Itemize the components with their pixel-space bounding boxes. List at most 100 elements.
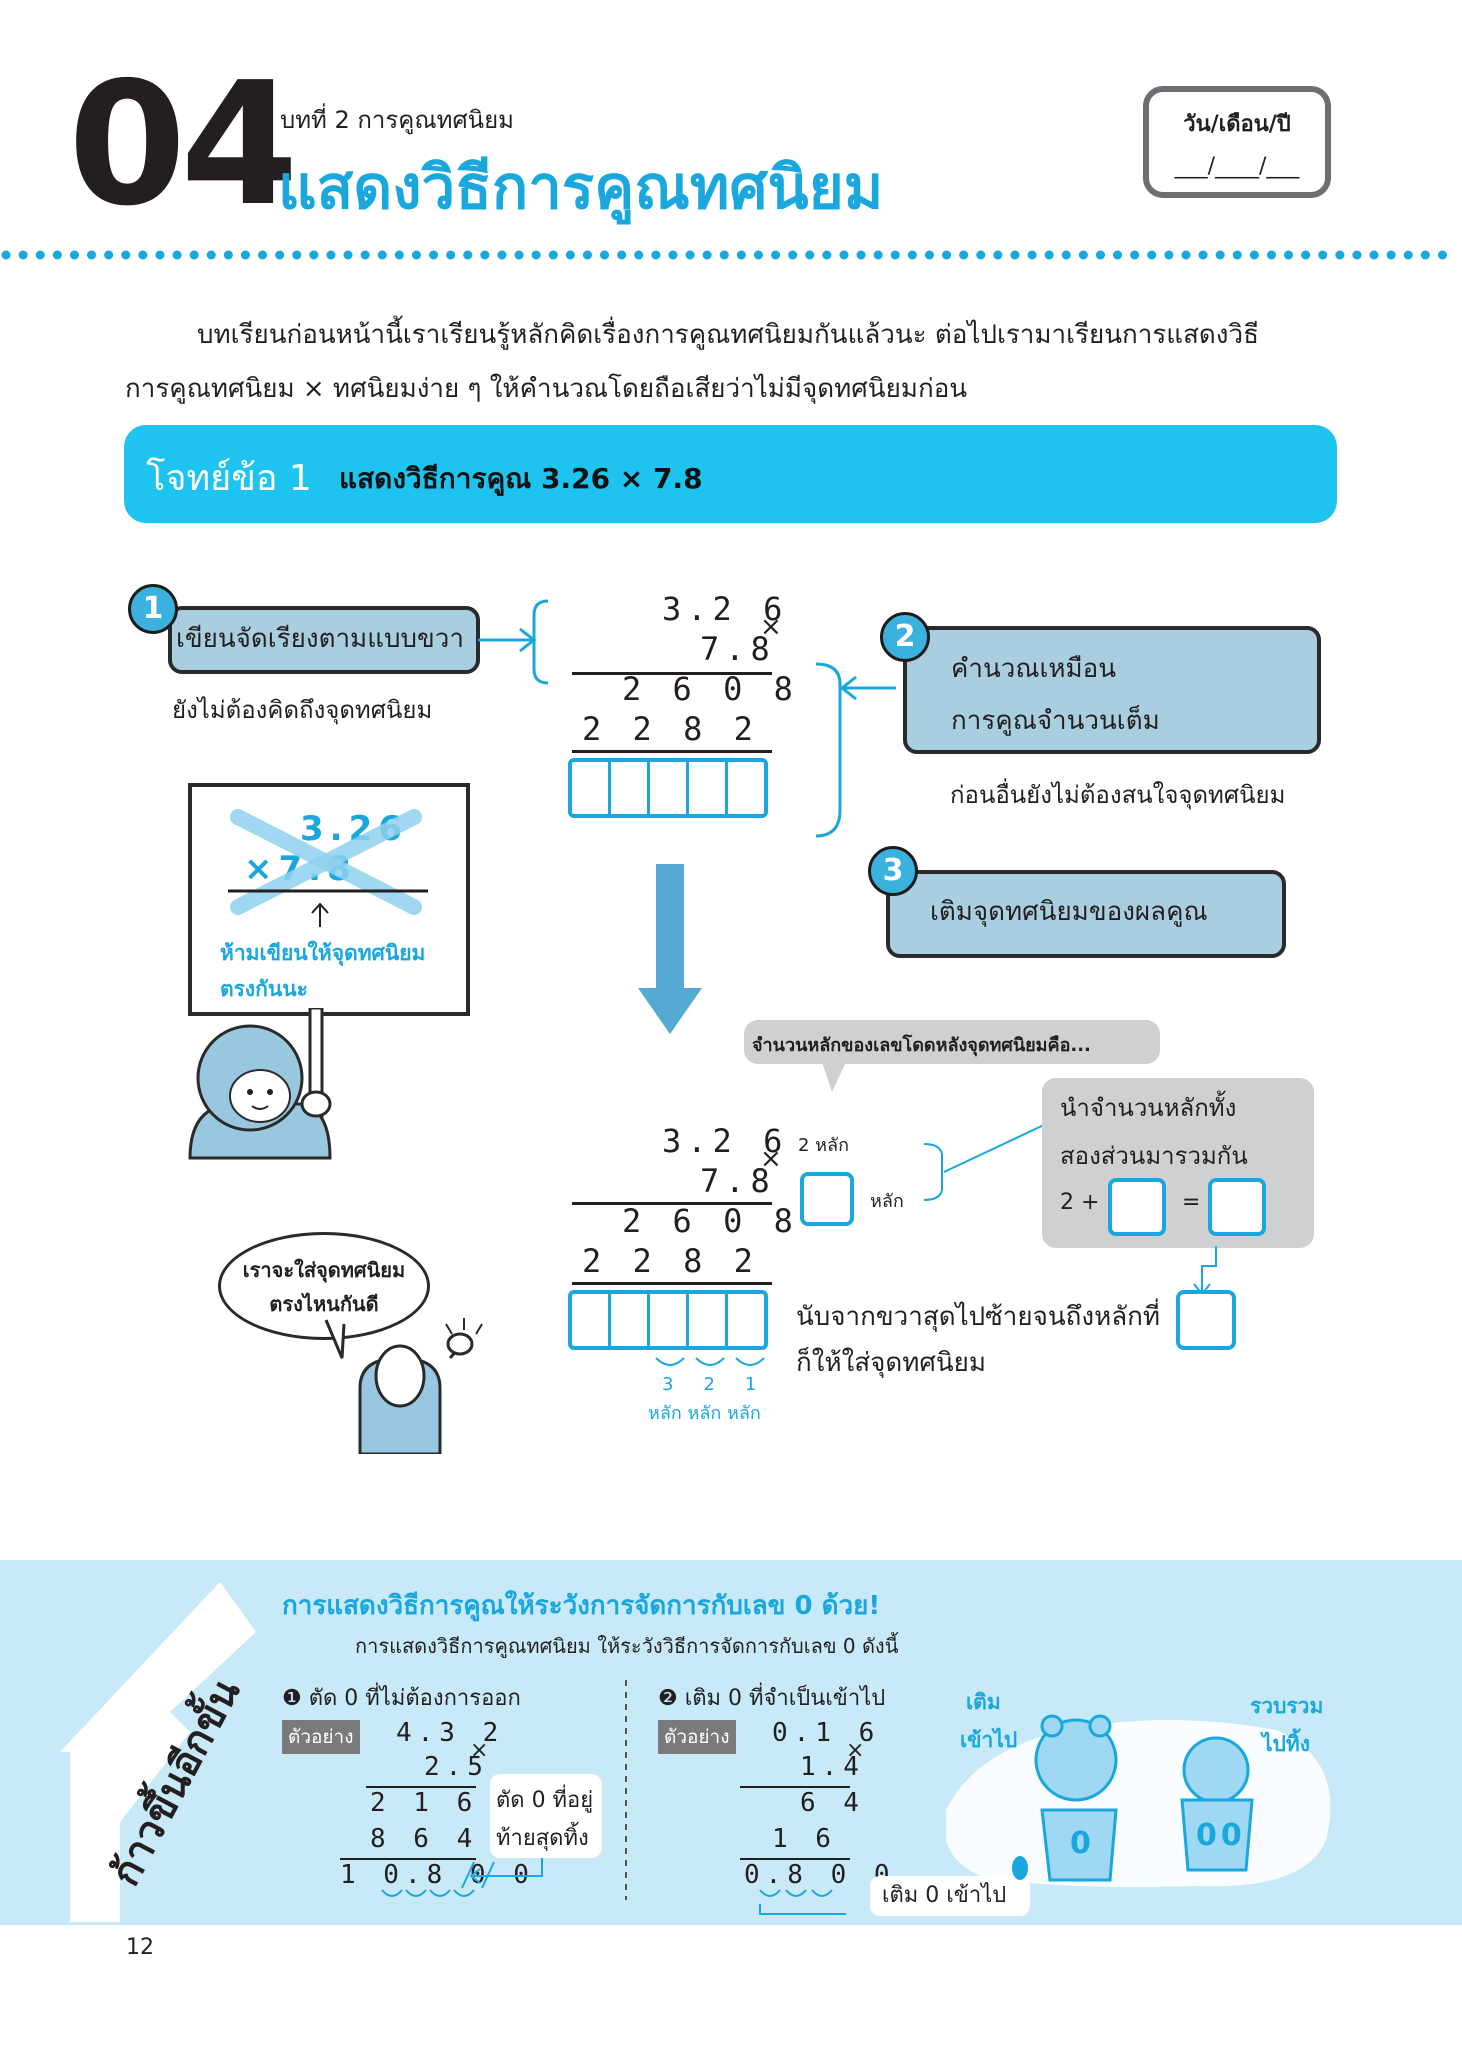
calc2-times: × [760, 1144, 782, 1174]
bear1-line1: เติม [966, 1690, 1001, 1714]
count-numbers: 321 [662, 1374, 786, 1395]
rule-divider [625, 1680, 627, 1900]
problem-text: แสดงวิธีการคูณ 3.26 × 7.8 [339, 462, 703, 495]
two-digits-label: 2 หลัก [798, 1135, 849, 1156]
ex1-note-line1: ตัด 0 ที่อยู่ [496, 1788, 594, 1813]
count-2: 2 [703, 1374, 745, 1395]
problem-bar: โจทย์ข้อ 1 แสดงวิธีการคูณ 3.26 × 7.8 [124, 425, 1337, 523]
dotted-divider [1, 250, 1462, 260]
ex2-rule1 [740, 1786, 850, 1788]
step1-text: เขียนจัดเรียงตามแบบขวา [176, 624, 464, 654]
intro-line-2: การคูณทศนิยม × ทศนิยมง่าย ๆ ให้คำนวณโดยถ… [125, 374, 968, 404]
step2-line2: การคูณจำนวนเต็ม [951, 706, 1160, 736]
calc1-rule1 [572, 672, 772, 675]
digits-answer-box[interactable] [800, 1172, 854, 1226]
sum-addend-box[interactable] [1108, 1178, 1166, 1236]
date-field[interactable]: ___/____/___ [1174, 154, 1300, 179]
date-label: วัน/เดือน/ปี [1183, 112, 1291, 137]
chapter-label: บทที่ 2 การคูณทศนิยม [280, 106, 514, 134]
rule2-example-tag: ตัวอย่าง [658, 1720, 736, 1754]
old-man-illustration [324, 1318, 483, 1454]
girl-holding-sign-illustration [188, 1008, 332, 1160]
count-line2: ก็ให้ใส่จุดทศนิยม [796, 1348, 987, 1378]
sign-board: 3.26 ×7.8 ห้ามเขียนให้จุดทศนิยม ตรงกันนะ [188, 783, 470, 1016]
calc1-rule2 [572, 750, 772, 753]
calc2-partial2: 2 2 8 2 [582, 1242, 759, 1280]
bubble-line2: ตรงไหนกันดี [269, 1292, 379, 1316]
ex2-callout: เติม 0 เข้าไป [870, 1876, 1030, 1916]
bear2-line2: ไปทิ้ง [1262, 1732, 1310, 1756]
arrow-to-calc-icon [478, 599, 549, 685]
page-title: แสดงวิธีการคูณทศนิยม [278, 153, 884, 223]
ex2-rule2 [740, 1858, 850, 1860]
ex1-arcs-icon [381, 1889, 475, 1897]
calc2-row1: 3.2 6 [662, 1122, 789, 1160]
step-up-arrow-icon [60, 1582, 256, 1922]
calc1-partial1: 2 6 0 8 [622, 670, 799, 708]
ex2-arcs-icon [759, 1889, 846, 1915]
balloon-tail-icon [822, 1062, 846, 1092]
calc2-rule1 [572, 1202, 772, 1205]
sum-total-box[interactable] [1208, 1178, 1266, 1236]
bear1-line2: เข้าไป [960, 1728, 1018, 1752]
calc2-partial1: 2 6 0 8 [622, 1202, 799, 1240]
lesson-number: 04 [68, 46, 299, 244]
ex1-row1: 4.3 2 [396, 1718, 505, 1748]
ex1-result: 1 0.8 0 0 [340, 1860, 535, 1890]
ex2-row2: 1.4 [800, 1752, 865, 1782]
step3-box: เติมจุดทศนิยมของผลคูณ [886, 870, 1286, 958]
step2-box: คำนวณเหมือน การคูณจำนวนเต็ม [903, 626, 1321, 754]
calc1-row2: 7.8 [700, 630, 776, 668]
calc2-answer-cells[interactable] [568, 1290, 768, 1350]
digit-word-label: หลัก [870, 1191, 904, 1212]
step1-note: ยังไม่ต้องคิดถึงจุดทศนิยม [172, 696, 433, 724]
ex2-partial1: 6 4 [800, 1788, 865, 1818]
bubble-line1: เราจะใส่จุดทศนิยม [242, 1258, 406, 1282]
step2-number-icon: 2 [880, 612, 930, 662]
ex1-note-line2: ท้ายสุดทิ้ง [496, 1826, 589, 1851]
calc2-row2: 7.8 [700, 1162, 776, 1200]
step1-number-icon: 1 [128, 584, 178, 634]
calc1-answer-cells[interactable] [568, 758, 768, 818]
count-unit: หลัก หลัก หลัก [648, 1403, 761, 1424]
count-3: 3 [662, 1374, 704, 1395]
ex1-rule1 [366, 1786, 476, 1788]
sum-balloon: นำจำนวนหลักทั้ง สองส่วนมารวมกัน 2 + = [1042, 1078, 1314, 1248]
page-number: 12 [126, 1935, 154, 1960]
ex1-row2: 2.5 [424, 1752, 489, 1782]
sum-equals: = [1182, 1190, 1201, 1215]
count-1: 1 [744, 1374, 787, 1395]
step2-line1: คำนวณเหมือน [951, 654, 1117, 684]
ex1-rule2 [340, 1858, 476, 1860]
count-answer-box[interactable] [1176, 1290, 1236, 1350]
problem-label: โจทย์ข้อ 1 [146, 458, 312, 499]
ex1-partial2: 8 6 4 [370, 1824, 479, 1854]
calc2-rule2 [572, 1282, 772, 1285]
calc1-times: × [760, 612, 782, 642]
step-up-title: การแสดงวิธีการคูณให้ระวังการจัดการกับเลข… [282, 1591, 881, 1621]
date-box: วัน/เดือน/ปี ___/____/___ [1143, 86, 1331, 198]
sum-line2: สองส่วนมารวมกัน [1060, 1142, 1248, 1170]
ex2-result: 0.8 0 0 [744, 1860, 896, 1890]
intro-line-1: บทเรียนก่อนหน้านี้เราเรียนรู้หลักคิดเรื่… [197, 320, 1259, 350]
step3-number-icon: 3 [868, 846, 918, 896]
calc1-partial2: 2 2 8 2 [582, 710, 759, 748]
intro-text: บทเรียนก่อนหน้านี้เราเรียนรู้หลักคิดเรื่… [125, 308, 1345, 416]
count-line1: นับจากขวาสุดไปซ้ายจนถึงหลักที่ [796, 1302, 1161, 1332]
cross-out-icon [228, 809, 428, 915]
question-bubble: เราจะใส่จุดทศนิยม ตรงไหนกันดี [218, 1232, 430, 1340]
ex1-times: × [470, 1738, 489, 1763]
rule1-example-tag: ตัวอย่าง [282, 1720, 360, 1754]
pot1-label: 0 [1070, 1826, 1091, 1861]
up-arrow-icon [311, 902, 329, 927]
bear2-line1: รวบรวม [1250, 1694, 1324, 1718]
sign-note-line2: ตรงกันนะ [220, 977, 308, 1001]
digits-question-balloon: จำนวนหลักของเลขโดดหลังจุดทศนิยมคือ... [744, 1020, 1160, 1064]
step-up-subtitle: การแสดงวิธีการคูณทศนิยม ให้ระวังวิธีการจ… [355, 1634, 899, 1658]
sum-line1: นำจำนวนหลักทั้ง [1060, 1094, 1237, 1122]
rule1-label: ❶ ตัด 0 ที่ไม่ต้องการออก [282, 1686, 521, 1711]
sum-plus: 2 + [1060, 1190, 1100, 1215]
ex2-row1: 0.1 6 [772, 1718, 881, 1748]
step3-text: เติมจุดทศนิยมของผลคูณ [930, 897, 1208, 927]
ex1-pointer-icon [469, 1858, 543, 1884]
